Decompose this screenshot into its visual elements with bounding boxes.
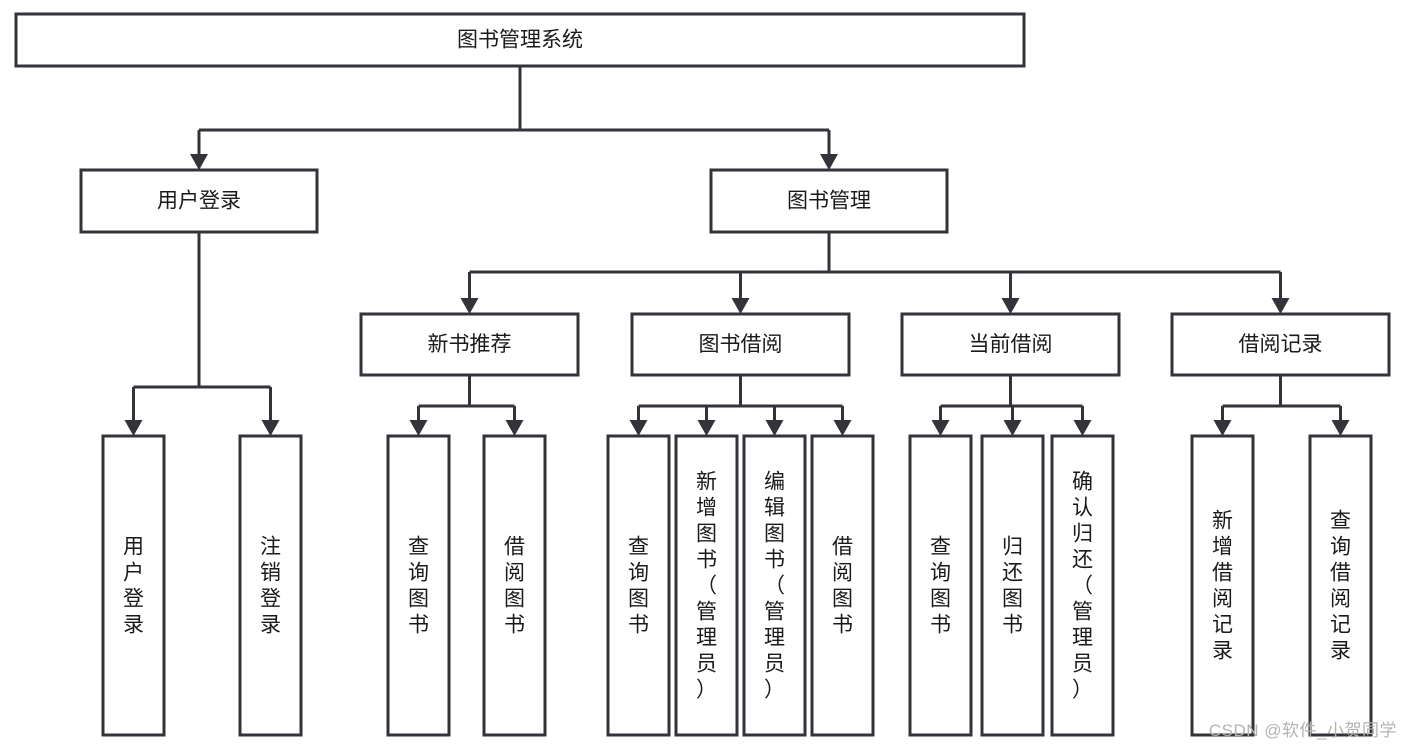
node-leaf-query-book-2[interactable]: 查询图书 xyxy=(606,434,671,737)
node-leaf-add-book-admin-label: 新增图书（管理员） xyxy=(696,471,717,702)
conn-user-login-arrow-1 xyxy=(261,420,280,436)
node-user-login[interactable]: 用户登录 xyxy=(79,168,319,234)
node-leaf-edit-book-admin-box[interactable] xyxy=(742,434,807,737)
conn-book-manage-arrow-2 xyxy=(1001,298,1020,314)
node-leaf-add-book-admin[interactable]: 新增图书（管理员） xyxy=(674,434,739,737)
conn-book-manage-arrow-1 xyxy=(731,298,750,314)
node-borrow-record-label: 借阅记录 xyxy=(1239,333,1323,356)
watermark-label: CSDN @软件_小贺同学 xyxy=(1208,721,1397,740)
node-leaf-confirm-return-admin-label: 确认归还（管理员） xyxy=(1072,471,1093,702)
conn-borrow-record-arrow-1 xyxy=(1331,420,1350,436)
node-leaf-query-book-3[interactable]: 查询图书 xyxy=(908,434,973,737)
node-leaf-add-borrow-record[interactable]: 新增借阅记录 xyxy=(1190,434,1255,737)
node-book-manage[interactable]: 图书管理 xyxy=(709,168,949,234)
conn-book-borrow-arrow-2 xyxy=(765,420,784,436)
node-user-login-label: 用户登录 xyxy=(157,190,241,213)
node-leaf-query-book-3-box[interactable] xyxy=(908,434,973,737)
node-leaf-user-login-label: 用户登录 xyxy=(123,536,144,637)
node-root-图书管理系统[interactable]: 图书管理系统 xyxy=(14,12,1026,68)
conn-current-borrow-arrow-0 xyxy=(931,420,950,436)
node-leaf-return-book-label: 归还图书 xyxy=(1002,536,1023,637)
node-user-login-box[interactable] xyxy=(79,168,319,234)
node-leaf-borrow-book-1-box[interactable] xyxy=(482,434,547,737)
node-leaf-confirm-return-admin-box[interactable] xyxy=(1050,434,1115,737)
conn-book-borrow-arrow-3 xyxy=(833,420,852,436)
node-leaf-borrow-book-2-box[interactable] xyxy=(810,434,875,737)
node-leaf-query-book-3-label: 查询图书 xyxy=(930,536,951,637)
node-leaf-borrow-book-1-label: 借阅图书 xyxy=(504,536,525,637)
conn-new-book-recommend-arrow-1 xyxy=(505,420,524,436)
node-current-borrow-box[interactable] xyxy=(900,312,1121,377)
node-leaf-user-login-box[interactable] xyxy=(101,434,166,737)
conn-book-manage-arrow-0 xyxy=(460,298,479,314)
node-leaf-edit-book-admin[interactable]: 编辑图书（管理员） xyxy=(742,434,807,737)
node-leaf-add-book-admin-box[interactable] xyxy=(674,434,739,737)
conn-current-borrow-arrow-1 xyxy=(1003,420,1022,436)
node-leaf-logout-login-box[interactable] xyxy=(238,434,303,737)
conn-borrow-record-arrow-0 xyxy=(1213,420,1232,436)
node-new-book-recommend-label: 新书推荐 xyxy=(428,333,512,356)
node-leaf-query-book-2-box[interactable] xyxy=(606,434,671,737)
node-leaf-confirm-return-admin[interactable]: 确认归还（管理员） xyxy=(1050,434,1115,737)
node-leaf-add-borrow-record-label: 新增借阅记录 xyxy=(1212,510,1233,663)
node-leaf-query-borrow-record[interactable]: 查询借阅记录 xyxy=(1308,434,1373,737)
node-layer: 图书管理系统用户登录图书管理新书推荐图书借阅当前借阅借阅记录用户登录注销登录查询… xyxy=(14,12,1391,737)
conn-root-arrow-0 xyxy=(190,154,208,170)
node-leaf-edit-book-admin-label: 编辑图书（管理员） xyxy=(764,471,785,702)
node-current-borrow[interactable]: 当前借阅 xyxy=(900,312,1121,377)
node-leaf-query-borrow-record-label: 查询借阅记录 xyxy=(1330,510,1351,663)
node-leaf-query-book-1-label: 查询图书 xyxy=(408,536,429,637)
node-book-borrow-box[interactable] xyxy=(630,312,851,377)
conn-book-borrow-arrow-0 xyxy=(629,420,648,436)
node-root-图书管理系统-box[interactable] xyxy=(14,12,1026,68)
node-leaf-logout-login-label: 注销登录 xyxy=(260,536,281,637)
node-leaf-logout-login[interactable]: 注销登录 xyxy=(238,434,303,737)
node-book-borrow[interactable]: 图书借阅 xyxy=(630,312,851,377)
node-leaf-return-book-box[interactable] xyxy=(980,434,1045,737)
conn-book-borrow-arrow-1 xyxy=(697,420,716,436)
node-leaf-query-borrow-record-box[interactable] xyxy=(1308,434,1373,737)
node-leaf-borrow-book-1[interactable]: 借阅图书 xyxy=(482,434,547,737)
node-leaf-query-book-1[interactable]: 查询图书 xyxy=(386,434,451,737)
conn-book-manage-arrow-3 xyxy=(1271,298,1290,314)
conn-current-borrow-arrow-2 xyxy=(1073,420,1092,436)
node-leaf-query-book-1-box[interactable] xyxy=(386,434,451,737)
node-borrow-record-box[interactable] xyxy=(1170,312,1391,377)
node-leaf-borrow-book-2[interactable]: 借阅图书 xyxy=(810,434,875,737)
connector-layer xyxy=(124,66,1350,436)
node-new-book-recommend[interactable]: 新书推荐 xyxy=(359,312,580,377)
conn-user-login-arrow-0 xyxy=(124,420,143,436)
node-borrow-record[interactable]: 借阅记录 xyxy=(1170,312,1391,377)
node-leaf-add-borrow-record-box[interactable] xyxy=(1190,434,1255,737)
node-leaf-user-login[interactable]: 用户登录 xyxy=(101,434,166,737)
node-root-图书管理系统-label: 图书管理系统 xyxy=(457,29,583,52)
node-current-borrow-label: 当前借阅 xyxy=(969,333,1053,356)
node-leaf-query-book-2-label: 查询图书 xyxy=(628,536,649,637)
node-leaf-return-book[interactable]: 归还图书 xyxy=(980,434,1045,737)
conn-new-book-recommend-arrow-0 xyxy=(409,420,428,436)
node-book-manage-box[interactable] xyxy=(709,168,949,234)
conn-root-arrow-1 xyxy=(820,154,838,170)
node-leaf-borrow-book-2-label: 借阅图书 xyxy=(832,536,853,637)
node-new-book-recommend-box[interactable] xyxy=(359,312,580,377)
node-book-manage-label: 图书管理 xyxy=(787,190,871,213)
node-book-borrow-label: 图书借阅 xyxy=(699,333,783,356)
